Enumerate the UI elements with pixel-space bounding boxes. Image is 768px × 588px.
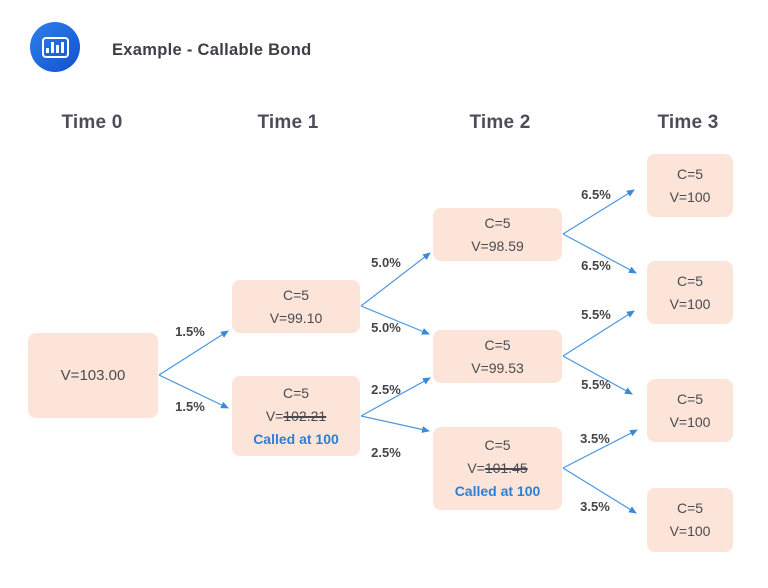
node-coupon: C=5 [484,214,511,231]
rate-label: 5.5% [581,377,611,392]
node-value: V=98.59 [471,237,524,254]
node-value: V=100 [669,295,711,312]
node-coupon: C=5 [282,384,310,401]
node-value: V=102.21 [265,407,327,424]
node-value: V=103.00 [60,367,126,384]
called-label: Called at 100 [253,430,339,447]
node-value: V=99.53 [471,359,524,376]
node-time3-1: C=5 V=100 [647,154,733,217]
rate-label: 1.5% [175,399,205,414]
rate-label: 6.5% [581,258,611,273]
rate-label: 1.5% [175,324,205,339]
brand-logo [30,22,80,72]
called-label: Called at 100 [454,483,541,499]
node-coupon: C=5 [484,437,511,453]
node-time3-3: C=5 V=100 [647,379,733,442]
bar-chart-icon [41,36,69,58]
rate-label: 6.5% [581,187,611,202]
node-coupon: C=5 [282,286,310,303]
node-time3-4: C=5 V=100 [647,488,733,552]
node-time2-mid: C=5 V=99.53 [433,330,562,383]
rate-label: 2.5% [371,382,401,397]
node-time1-up: C=5 V=99.10 [232,280,360,333]
page-title: Example - Callable Bond [112,41,312,59]
rate-label: 3.5% [580,431,610,446]
node-time2-down: C=5 V=101.45 Called at 100 [433,427,562,510]
column-header-time3: Time 3 [657,112,719,133]
rate-label: 2.5% [371,445,401,460]
column-header-time1: Time 1 [257,112,319,133]
node-coupon: C=5 [676,390,704,407]
column-header-time2: Time 2 [469,112,531,133]
node-value: V=101.45 [467,460,528,476]
node-value: V=100 [669,188,711,205]
column-header-time0: Time 0 [61,112,123,133]
node-value: V=99.10 [269,309,323,326]
node-value: V=100 [669,523,711,539]
rate-label: 3.5% [580,499,610,514]
rate-label: 5.0% [371,320,401,335]
node-coupon: C=5 [676,500,704,516]
node-coupon: C=5 [484,336,511,353]
node-time2-up: C=5 V=98.59 [433,208,562,261]
node-time1-down: C=5 V=102.21 Called at 100 [232,376,360,456]
node-coupon: C=5 [676,272,704,289]
node-time0: V=103.00 [28,333,158,418]
rate-label: 5.5% [581,307,611,322]
node-value: V=100 [669,413,711,430]
node-coupon: C=5 [676,165,704,182]
node-time3-2: C=5 V=100 [647,261,733,324]
rate-label: 5.0% [371,255,401,270]
